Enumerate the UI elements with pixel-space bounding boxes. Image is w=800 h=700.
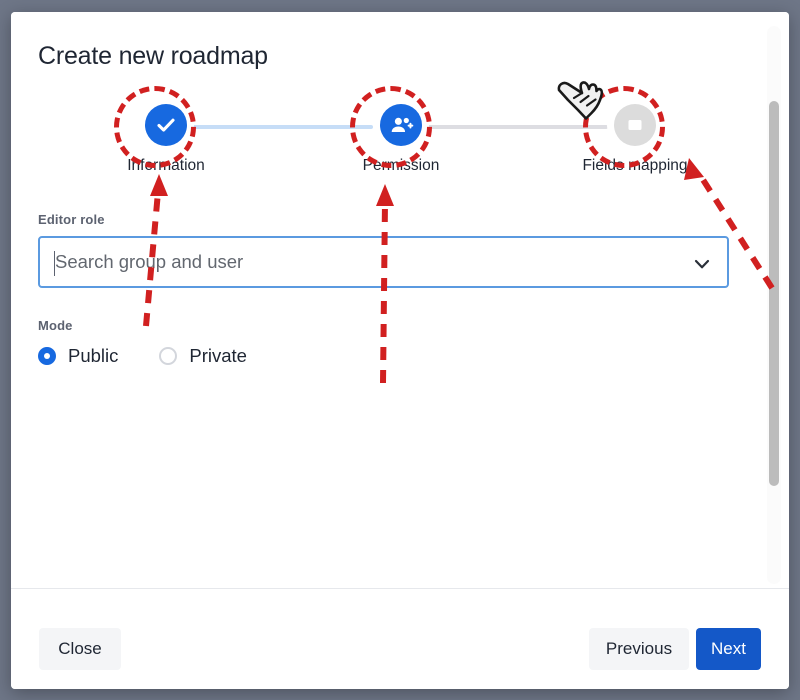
- form-area: Editor role Search group and user Mode P…: [38, 212, 748, 367]
- step-permission-circle[interactable]: [380, 104, 422, 146]
- step-fields-mapping-label: Fields mapping: [582, 157, 688, 174]
- step-information-label: Information: [127, 157, 205, 174]
- create-roadmap-dialog: Create new roadmap Information: [11, 12, 789, 689]
- rounded-square-icon: [623, 113, 647, 137]
- page-title: Create new roadmap: [38, 42, 268, 70]
- step-information[interactable]: Information: [86, 97, 246, 175]
- radio-private-input[interactable]: [159, 347, 178, 365]
- chevron-down-icon[interactable]: [694, 257, 710, 275]
- radio-private-label: Private: [189, 345, 247, 366]
- editor-role-input[interactable]: Search group and user: [38, 236, 729, 288]
- step-fields-mapping-circle[interactable]: [614, 104, 656, 146]
- radio-public-label: Public: [68, 345, 119, 366]
- step-permission-label: Permission: [362, 157, 440, 174]
- mode-options: Public Private: [38, 345, 748, 367]
- text-caret: [54, 251, 55, 276]
- scrollbar-track[interactable]: [767, 26, 781, 584]
- editor-role-label: Editor role: [38, 212, 105, 227]
- step-permission[interactable]: Permission: [321, 97, 481, 175]
- next-button[interactable]: Next: [696, 628, 761, 670]
- previous-button[interactable]: Previous: [589, 628, 689, 670]
- person-add-icon: [389, 113, 414, 138]
- stepper: Information Permission: [38, 97, 748, 197]
- dialog-footer: Close Previous Next: [11, 588, 789, 689]
- editor-role-placeholder: Search group and user: [55, 251, 244, 272]
- radio-option-public[interactable]: Public: [38, 345, 118, 367]
- radio-option-private[interactable]: Private: [159, 345, 247, 367]
- check-icon: [154, 113, 178, 137]
- mode-label: Mode: [38, 318, 73, 333]
- close-button[interactable]: Close: [39, 628, 121, 670]
- scrollbar-thumb[interactable]: [769, 101, 779, 486]
- step-information-circle[interactable]: [145, 104, 187, 146]
- dialog-body: Create new roadmap Information: [11, 12, 789, 588]
- radio-public-input[interactable]: [38, 347, 56, 365]
- step-fields-mapping[interactable]: Fields mapping: [555, 97, 715, 175]
- stepper-connector-1: [188, 125, 373, 129]
- stepper-connector-2: [423, 125, 608, 129]
